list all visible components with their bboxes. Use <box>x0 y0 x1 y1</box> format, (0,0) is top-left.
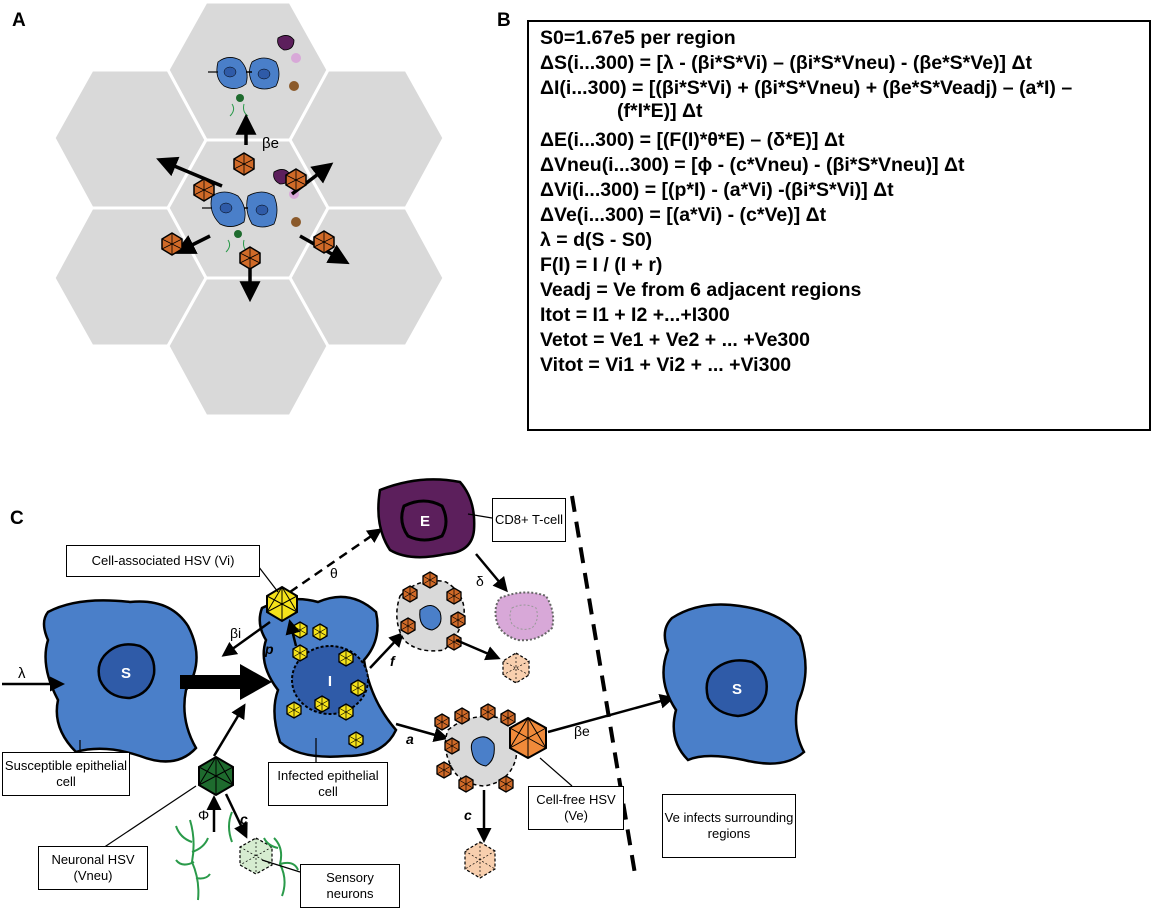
label-cell-associated: Cell-associated HSV (Vi) <box>66 545 260 577</box>
a-label: a <box>406 731 414 747</box>
eq-v-itot: Vitot = Vi1 + Vi2 + ... +Vi300 <box>540 354 792 376</box>
eq-i-tot: Itot = I1 + I2 +...+I300 <box>540 304 730 326</box>
neuronal-virus-icon <box>198 755 234 797</box>
eq-delta-s: ΔS(i...300) = [λ - (βi*S*Vi) – (βi*S*Vne… <box>540 52 1032 74</box>
region-divider <box>570 495 638 881</box>
theta-label: θ <box>330 565 338 581</box>
hexagon-bottom <box>166 276 330 418</box>
label-infected: Infected epithelial cell <box>268 762 388 806</box>
eq-delta-vi: ΔVi(i...300) = [(p*I) - (a*Vi) -(βi*S*Vi… <box>540 179 894 201</box>
susceptible-nucleus <box>97 643 156 700</box>
c-label-1: c <box>240 811 248 827</box>
pale-virus-icon <box>502 652 530 684</box>
eq-s0: S0=1.67e5 per region <box>540 27 736 49</box>
neuronal-clearance-arrow <box>224 793 248 839</box>
mini-schematic-top <box>208 35 301 117</box>
cell-i-label: I <box>328 673 332 690</box>
sensory-neurons <box>175 811 299 901</box>
eq-delta-ve: ΔVe(i...300) = [(a*Vi) - (c*Ve)] Δt <box>540 204 827 226</box>
label-cell-free: Cell-free HSV (Ve) <box>528 786 624 830</box>
infection-arrow <box>180 664 272 700</box>
callout-lines <box>79 513 573 873</box>
phi-label: Φ <box>198 807 209 823</box>
cell-associated-virus-icon <box>266 585 298 623</box>
eq-delta-vneu: ΔVneu(i...300) = [ϕ - (c*Vneu) - (βi*S*V… <box>540 154 965 176</box>
panel-label-b: B <box>497 10 511 31</box>
f-arrow <box>369 631 405 669</box>
a-arrow <box>395 722 449 742</box>
cell-e-label: E <box>420 513 430 530</box>
susceptible-nucleus-2 <box>705 659 768 718</box>
theta-arrow <box>289 528 383 594</box>
dead-tcell <box>494 591 555 642</box>
tcell-nucleus <box>400 499 448 542</box>
beta-e-label-a: βe <box>262 135 279 152</box>
panel-label-c: C <box>10 508 24 529</box>
label-cd8: CD8+ T-cell <box>492 498 566 542</box>
eq-lambda: λ = d(S - S0) <box>540 229 653 251</box>
label-neuronal: Neuronal HSV (Vneu) <box>38 846 148 890</box>
eq-delta-i: ΔI(i...300) = [(βi*S*Vi) + (βi*S*Vneu) +… <box>540 77 1073 122</box>
f-label: f <box>390 653 396 669</box>
beta-i-label: βi <box>230 625 241 641</box>
eq-delta-e: ΔE(i...300) = [(F(I)*θ*E) – (δ*E)] Δt <box>540 129 845 151</box>
label-susceptible: Susceptible epithelial cell <box>2 752 130 796</box>
pale-green-virus-icon <box>239 837 273 875</box>
label-ve-infects: Ve infects surrounding regions <box>662 794 796 858</box>
delta-label: δ <box>476 573 484 589</box>
eq-f-of-i: F(I) = I / (I + r) <box>540 254 663 276</box>
p-arrow <box>285 619 301 647</box>
p-label: p <box>264 641 274 657</box>
panel-label-a: A <box>12 10 26 31</box>
beta-i-arrow <box>221 620 271 657</box>
cell-s2-label: S <box>732 681 742 698</box>
cell-free-virus-icon <box>509 716 547 760</box>
neuronal-infection-arrow <box>212 703 246 757</box>
equations-panel: S0=1.67e5 per region ΔS(i...300) = [λ - … <box>527 20 1151 431</box>
cell-s-label: S <box>121 665 131 682</box>
eq-v-etot: Vetot = Ve1 + Ve2 + ... +Ve300 <box>540 329 810 351</box>
lambda-label: λ <box>18 665 26 682</box>
label-sensory: Sensory neurons <box>300 864 400 908</box>
eq-v-eadj: Veadj = Ve from 6 adjacent regions <box>540 279 862 301</box>
delta-arrow <box>475 553 508 593</box>
clearance-arrow-upper <box>455 638 501 661</box>
beta-e-label: βe <box>574 723 590 739</box>
c-label-2: c <box>464 807 472 823</box>
pale-virus-icon-lower <box>464 841 496 879</box>
